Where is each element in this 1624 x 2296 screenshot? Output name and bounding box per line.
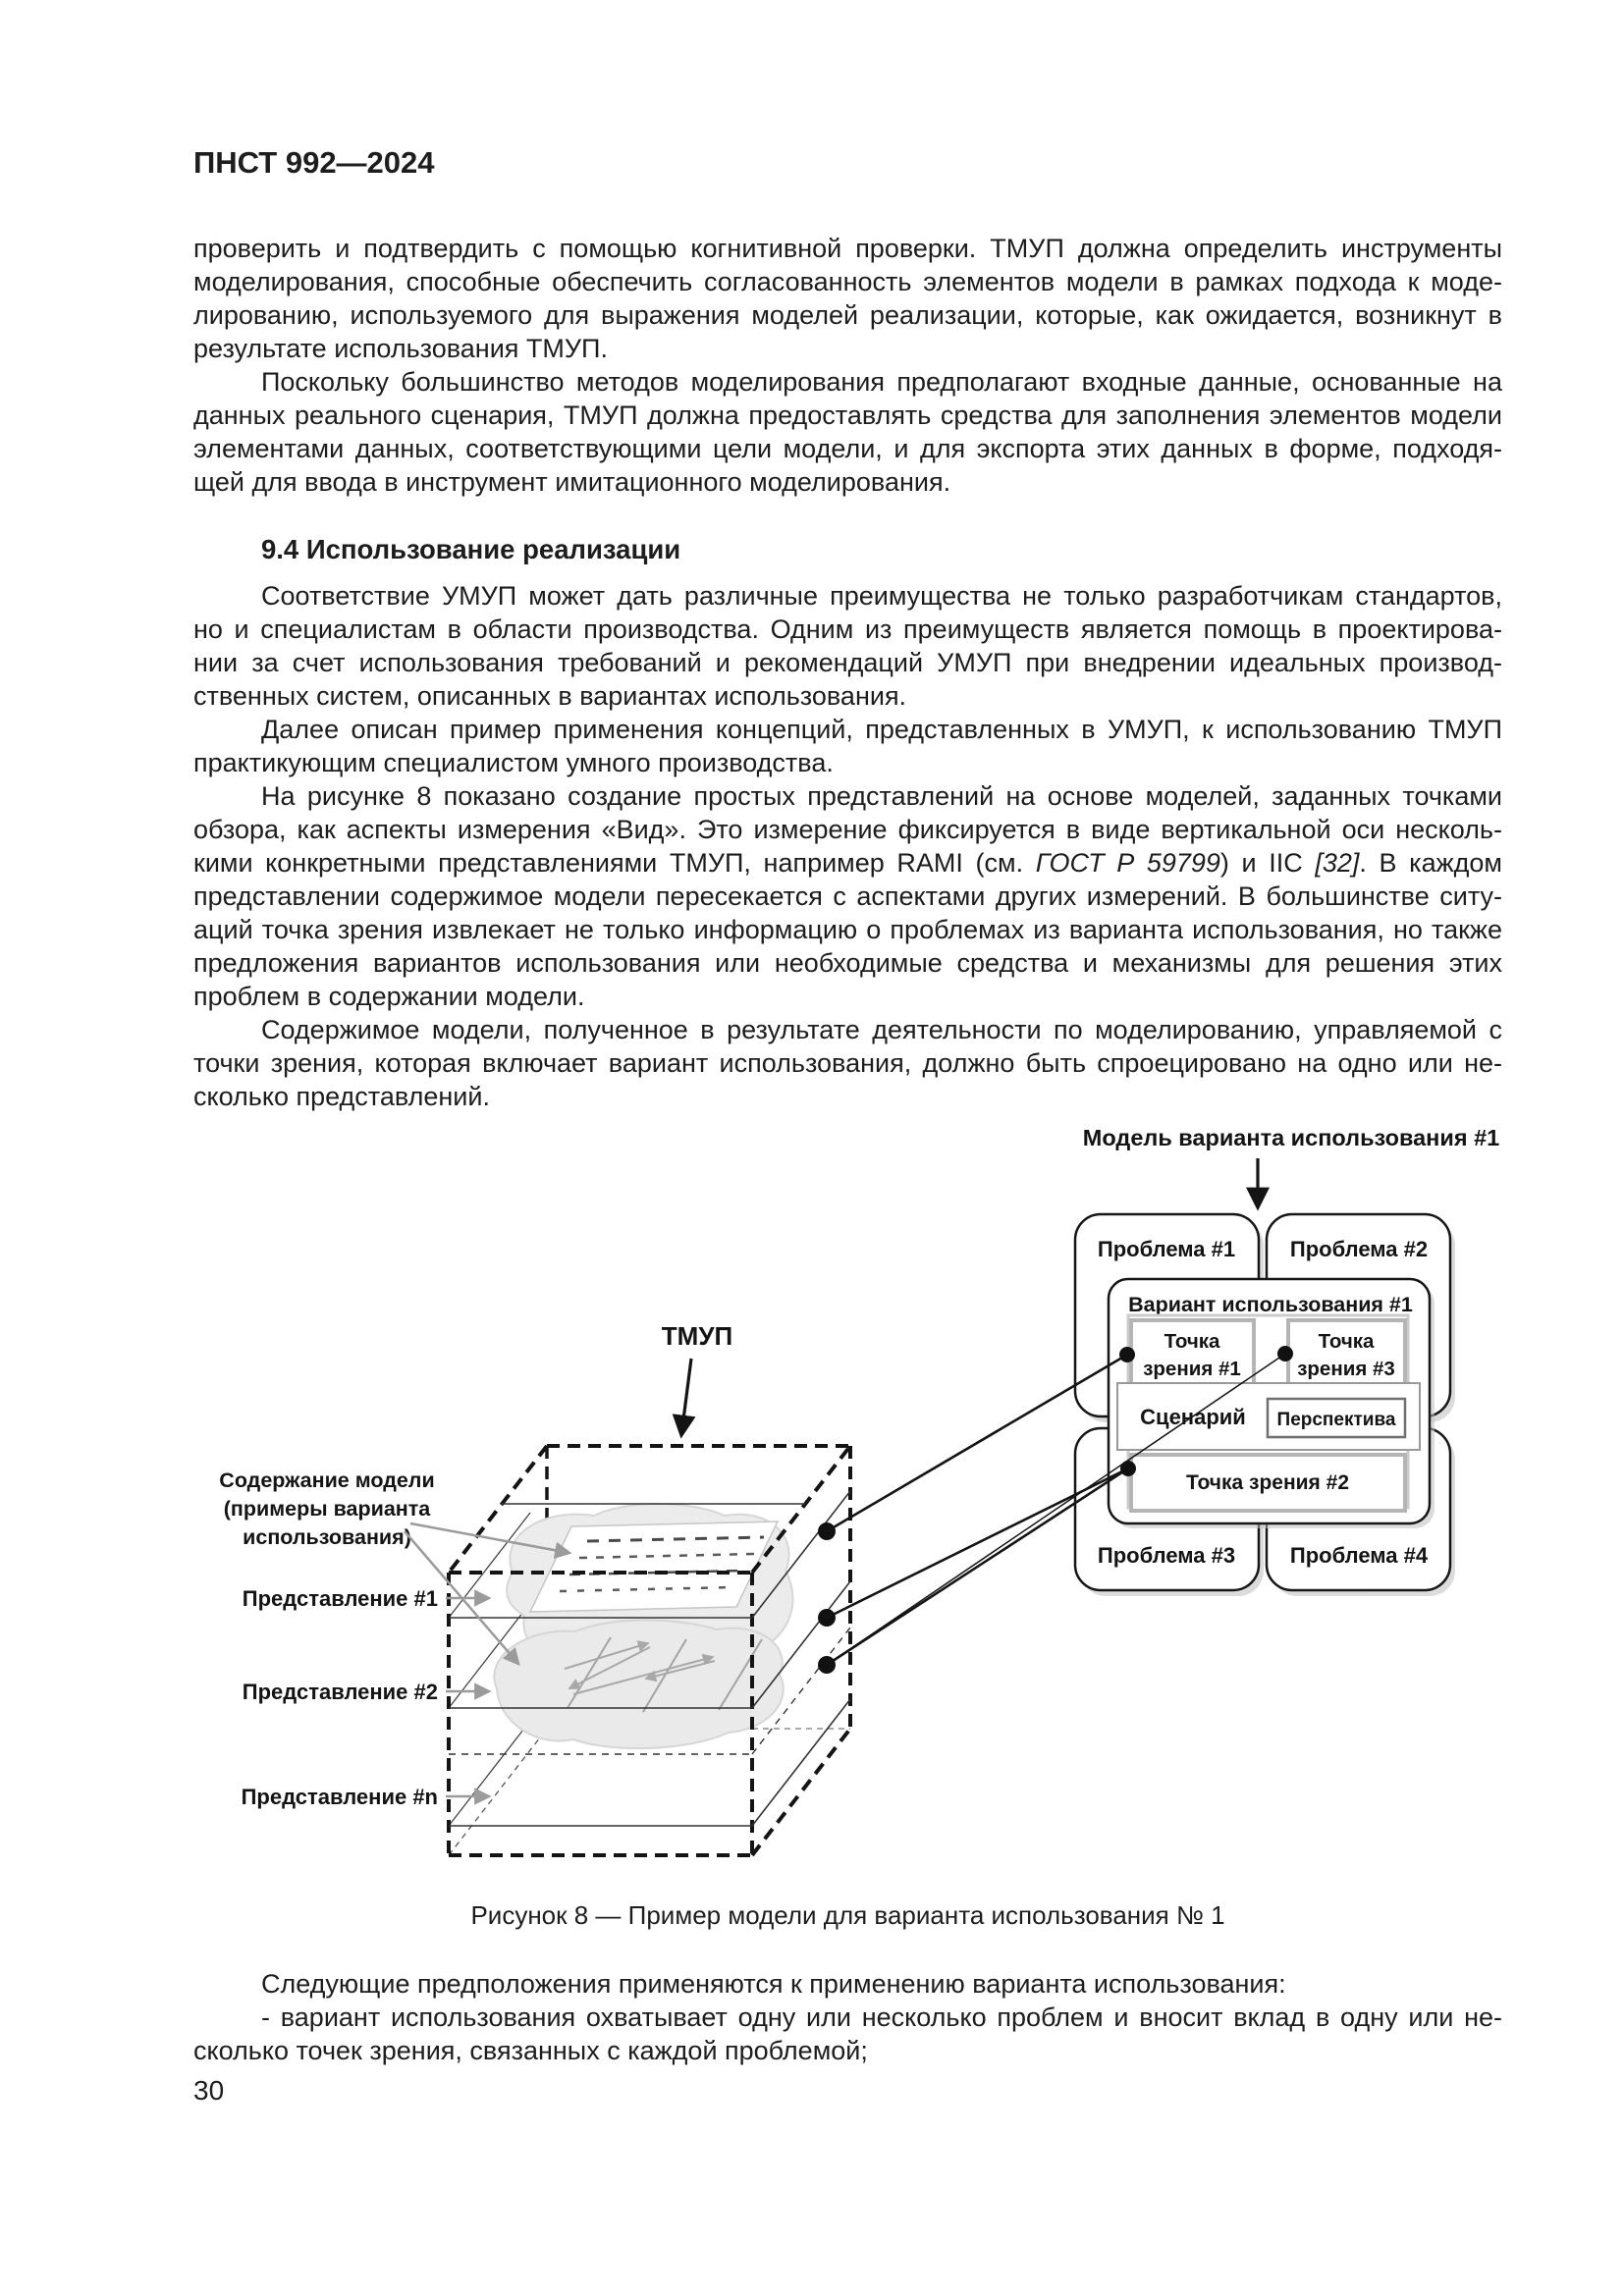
cube-frame <box>447 1444 852 1857</box>
figure-left-labels: Содержание модели (примеры варианта испо… <box>219 1468 572 1809</box>
use-case-label: Вариант использования #1 <box>1128 1293 1413 1316</box>
body-line: но и специалистам в области производства… <box>193 614 1502 644</box>
body-line: Поскольку большинство методов моделирова… <box>261 367 1502 397</box>
body-line: элементами данных, соответствующими цели… <box>193 434 1502 463</box>
problem-3-label: Проблема #3 <box>1098 1543 1235 1568</box>
model-content-blob-2 <box>493 1619 785 1750</box>
paragraph: На рисунке 8 показано создание простых п… <box>193 779 1502 1013</box>
body-line: ственных систем, описанных в вариантах и… <box>193 681 907 711</box>
projection-connections <box>826 1346 1293 1667</box>
paragraph: Содержимое модели, полученное в результа… <box>193 1013 1502 1113</box>
content-arrow-1 <box>409 1522 572 1559</box>
viewpoint-2-label: Точка зрения #2 <box>1186 1471 1349 1494</box>
body-line: результате использования ТМУП. <box>193 334 608 363</box>
closing-paragraphs: Следующие предположения применяются к пр… <box>193 1967 1502 2067</box>
viewpoint-2-dot <box>1120 1461 1136 1476</box>
problem-4-label: Проблема #4 <box>1290 1543 1429 1568</box>
view-1-label: Представление #1 <box>243 1586 438 1611</box>
viewpoint-3-dot <box>1277 1346 1293 1362</box>
body-line: нии за счет использования требований и р… <box>193 648 1502 677</box>
body-line: - вариант использования охватывает одну … <box>261 2002 1502 2032</box>
view-2-label: Представление #2 <box>243 1680 438 1704</box>
paragraph: проверить и подтвердить с помощью когнит… <box>193 232 1502 365</box>
document-code: ПНСТ 992—2024 <box>193 145 435 180</box>
body-line: кими конкретными представлениями ТМУП, н… <box>193 848 1502 878</box>
viewpoint-1-label: Точка <box>1164 1330 1220 1353</box>
section-heading: 9.4 Использование реализации <box>261 534 681 564</box>
content-label-line: (примеры варианта <box>224 1497 432 1521</box>
paragraph: - вариант использования охватывает одну … <box>193 2001 1502 2067</box>
perspective-box <box>1266 1397 1407 1439</box>
body-line: проблем в содержании модели. <box>193 982 585 1011</box>
cube-hidden-edge <box>448 1728 548 1856</box>
tmup-label: ТМУП <box>662 1321 732 1351</box>
figure-8-diagram: ТМУП Содержание модели (примеры варианта… <box>219 1125 1499 1857</box>
page-number: 30 <box>193 2075 225 2106</box>
connection-line <box>826 1467 1129 1620</box>
problem-2-label: Проблема #2 <box>1290 1237 1428 1261</box>
paragraph: Следующие предположения применяются к пр… <box>193 1967 1502 2001</box>
perspective-label: Перспектива <box>1277 1410 1396 1430</box>
paragraph: Поскольку большинство методов моделирова… <box>193 365 1502 499</box>
tmup-arrow <box>672 1358 696 1439</box>
connection-line <box>826 1353 1128 1533</box>
body-line: предложения вариантов использования или … <box>193 948 1502 978</box>
model-label: Модель варианта использования #1 <box>1083 1125 1499 1150</box>
body-line: проверить и подтвердить с помощью когнит… <box>193 234 1502 263</box>
view-n-label: Представление #n <box>242 1785 438 1809</box>
viewpoint-3-box <box>1286 1318 1407 1396</box>
viewpoint-3-label: Точка <box>1319 1330 1375 1353</box>
body-line: представлении содержимое модели пересека… <box>193 881 1502 911</box>
connection-line <box>826 1353 1286 1666</box>
connection-line <box>826 1467 1129 1667</box>
body-line: практикующим специалистом умного произво… <box>193 748 834 777</box>
body-line: На рисунке 8 показано создание простых п… <box>261 781 1502 811</box>
viewpoint-1-label: зрения #1 <box>1143 1358 1241 1380</box>
paragraph: Соответствие УМУП может дать различные п… <box>193 579 1502 713</box>
layer-depth-line <box>448 1720 531 1827</box>
viewpoint-1-dot <box>1119 1347 1135 1362</box>
body-line: обзора, как аспекты измерения «Вид». Это… <box>193 815 1502 844</box>
section-paragraphs: Соответствие УМУП может дать различные п… <box>193 579 1502 1113</box>
problem-1-label: Проблема #1 <box>1098 1237 1235 1261</box>
body-line: сколько представлений. <box>193 1082 490 1111</box>
content-label-line: использования) <box>243 1525 411 1549</box>
body-line: точки зрения, которая включает вариант и… <box>193 1048 1502 1078</box>
body-line: данных реального сценария, ТМУП должна п… <box>193 400 1502 430</box>
tmup-cube <box>447 1444 852 1857</box>
paragraph: Далее описан пример применения концепций… <box>193 713 1502 779</box>
body-line: Содержимое модели, полученное в результа… <box>261 1015 1502 1044</box>
body-line: аций точка зрения извлекает не только ин… <box>193 915 1502 944</box>
body-line: сколько точек зрения, связанных с каждой… <box>193 2036 868 2065</box>
body-line: Соответствие УМУП может дать различные п… <box>261 581 1502 611</box>
viewpoint-3-label: зрения #3 <box>1297 1358 1395 1380</box>
body-line: Далее описан пример применения концепций… <box>261 715 1502 744</box>
intro-paragraphs: проверить и подтвердить с помощью когнит… <box>193 232 1502 499</box>
body-line: щей для ввода в инструмент имитационного… <box>193 467 951 497</box>
body-line: Следующие предположения применяются к пр… <box>261 1969 1286 1999</box>
layer-lines <box>449 1490 851 1827</box>
body-line: моделирования, способные обеспечить согл… <box>193 267 1502 296</box>
viewpoint-2-box <box>1129 1453 1407 1513</box>
body-line: лированию, используемого для выражения м… <box>193 300 1502 330</box>
figure-8: ТМУП Содержание модели (примеры варианта… <box>147 1119 1502 1899</box>
figure-caption: Рисунок 8 — Пример модели для варианта и… <box>470 1900 1225 1930</box>
content-label-line: Содержание модели <box>219 1468 434 1492</box>
